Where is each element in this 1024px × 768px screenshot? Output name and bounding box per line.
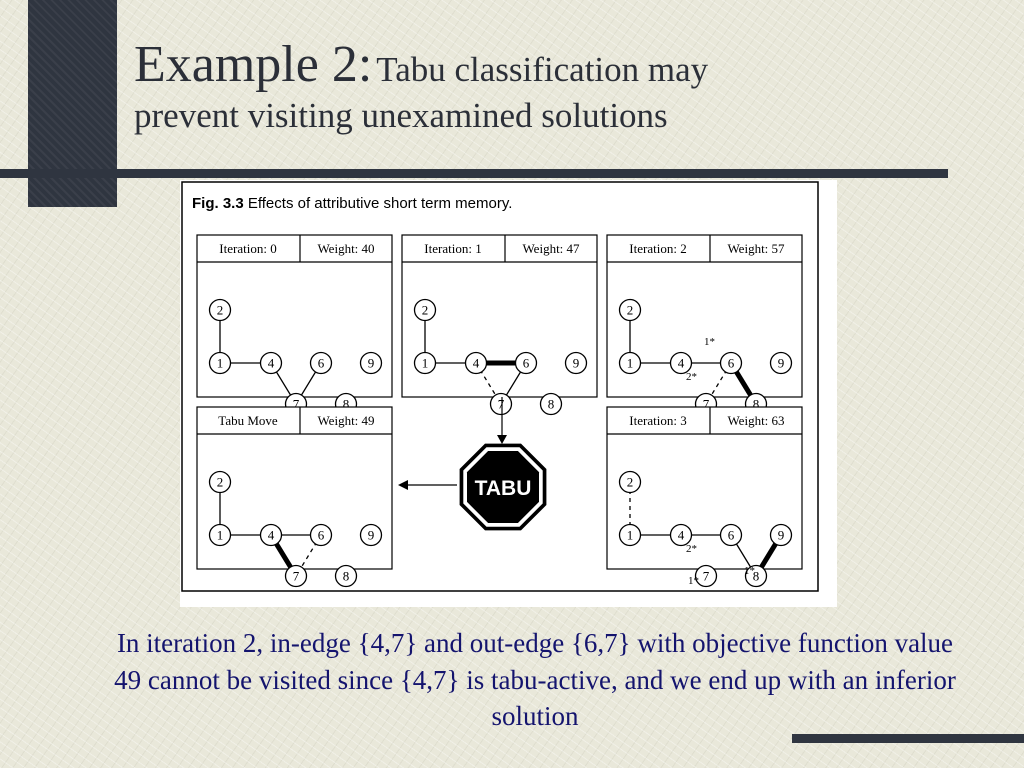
panel-3-node-4-label: 4 [268, 528, 275, 543]
panel-2-node-2-label: 2 [627, 303, 634, 318]
panel-0-header-right: Weight: 40 [317, 241, 374, 256]
panel-2-node-6 [719, 351, 743, 375]
panel-4-edge-label-0: 1* [688, 575, 699, 587]
panel-3-node-9 [359, 523, 383, 547]
panel-1-node-9 [564, 351, 588, 375]
panel-2-edge-label-1: 2* [686, 371, 697, 383]
panel-3-header-right: Weight: 49 [317, 413, 374, 428]
panel-4-node-8-label: 8 [753, 569, 760, 584]
panel-1-node-2 [413, 298, 437, 322]
panel-0-node-2-label: 2 [217, 303, 224, 318]
panel-2-node-9-label: 9 [778, 356, 785, 371]
slide-caption: In iteration 2, in-edge {4,7} and out-ed… [114, 628, 956, 732]
panel-4-node-8 [744, 564, 768, 588]
figure-image: Fig. 3.3 Effects of attributive short te… [180, 180, 837, 607]
panel-3-node-7-label: 7 [293, 569, 300, 584]
panel-0-node-9 [359, 351, 383, 375]
panel-4-node-2 [618, 470, 642, 494]
panel-3-node-9-label: 9 [368, 528, 375, 543]
panel-4-node-2-label: 2 [627, 475, 634, 490]
panel-4-header-right: Weight: 63 [727, 413, 784, 428]
panel-0-node-8-label: 8 [343, 397, 350, 412]
panel-2-node-7-label: 7 [703, 397, 710, 412]
panel-0-node-4-label: 4 [268, 356, 275, 371]
bottom-divider-rule [792, 734, 1024, 743]
panel-3-node-6 [309, 523, 333, 547]
panel-0-node-1 [208, 351, 232, 375]
panel-1-node-2-label: 2 [422, 303, 429, 318]
panel-4-node-9-label: 9 [778, 528, 785, 543]
panel-0-node-9-label: 9 [368, 356, 375, 371]
panel-4-node-1-label: 1 [627, 528, 634, 543]
panel-4-node-7 [694, 564, 718, 588]
panel-2-node-9 [769, 351, 793, 375]
panel-1-node-8 [539, 392, 563, 416]
figure-border [181, 181, 819, 592]
figure-title: Effects of attributive short term memory… [248, 195, 513, 212]
panel-3-node-8 [334, 564, 358, 588]
panel-1-node-1 [413, 351, 437, 375]
panel-2-node-2 [618, 298, 642, 322]
stop-sign-inner [467, 451, 539, 523]
panel-2-node-8-label: 8 [753, 397, 760, 412]
panel-0-header-left: Iteration: 0 [219, 241, 276, 256]
figure-caption: Fig. 3.3 Effects of attributive short te… [192, 195, 512, 212]
panel-3-node-6-label: 6 [318, 528, 325, 543]
title-line2: prevent visiting unexamined solutions [134, 96, 668, 136]
panel-2-node-1 [618, 351, 642, 375]
title-main: Example 2: [134, 36, 373, 93]
panel-1-node-4-label: 4 [473, 356, 480, 371]
panel-3-node-2 [208, 470, 232, 494]
panel-3-node-2-label: 2 [217, 475, 224, 490]
panel-2-node-6-label: 6 [728, 356, 735, 371]
figure-svg: Fig. 3.3 Effects of attributive short te… [181, 181, 819, 592]
arrow-down-head [497, 435, 507, 444]
panel-4-node-4-label: 4 [678, 528, 685, 543]
panel-1-node-4 [464, 351, 488, 375]
panel-0-node-7-label: 7 [293, 397, 300, 412]
panel-3-header-left: Tabu Move [218, 413, 278, 428]
panel-0-node-2 [208, 298, 232, 322]
panel-2-header-right: Weight: 57 [727, 241, 785, 256]
slide-title: Example 2: Tabu classification may preve… [134, 36, 954, 135]
panel-1-node-6 [514, 351, 538, 375]
panel-0-node-6 [309, 351, 333, 375]
panel-1-node-7-label: 7 [498, 397, 505, 412]
panel-2-node-1-label: 1 [627, 356, 634, 371]
panel-0-node-6-label: 6 [318, 356, 325, 371]
arrow-left-head [398, 480, 408, 490]
panel-3-node-4 [259, 523, 283, 547]
panel-2-node-4 [669, 351, 693, 375]
panel-3-node-8-label: 8 [343, 569, 350, 584]
panel-1-node-7 [489, 392, 513, 416]
panel-4-node-9 [769, 523, 793, 547]
panel-3-node-1 [208, 523, 232, 547]
panel-1-node-9-label: 9 [573, 356, 580, 371]
panel-1-header-left: Iteration: 1 [424, 241, 481, 256]
panel-0-node-4 [259, 351, 283, 375]
panel-2-edge-label-0: 1* [704, 336, 715, 348]
panel-1-node-6-label: 6 [523, 356, 530, 371]
panel-1-header-right: Weight: 47 [522, 241, 580, 256]
panel-0-node-1-label: 1 [217, 356, 224, 371]
panel-4-node-4 [669, 523, 693, 547]
panel-4-node-6-label: 6 [728, 528, 735, 543]
panel-2-header-left: Iteration: 2 [629, 241, 686, 256]
figure-label: Fig. 3.3 [192, 195, 248, 212]
panel-3-node-7 [284, 564, 308, 588]
panel-4-node-6 [719, 523, 743, 547]
title-sub: Tabu classification may [376, 50, 709, 89]
top-divider-rule [0, 169, 948, 178]
panel-1-node-1-label: 1 [422, 356, 429, 371]
panel-4-edge-label-2: 1* [744, 565, 755, 577]
panel-3-node-1-label: 1 [217, 528, 224, 543]
panel-2-node-4-label: 4 [678, 356, 685, 371]
panel-4-node-1 [618, 523, 642, 547]
panel-1-node-8-label: 8 [548, 397, 555, 412]
panel-4-edge-label-1: 2* [686, 543, 697, 555]
panel-4-header-left: Iteration: 3 [629, 413, 686, 428]
panel-4-node-7-label: 7 [703, 569, 710, 584]
stop-sign-text: TABU [475, 477, 532, 500]
